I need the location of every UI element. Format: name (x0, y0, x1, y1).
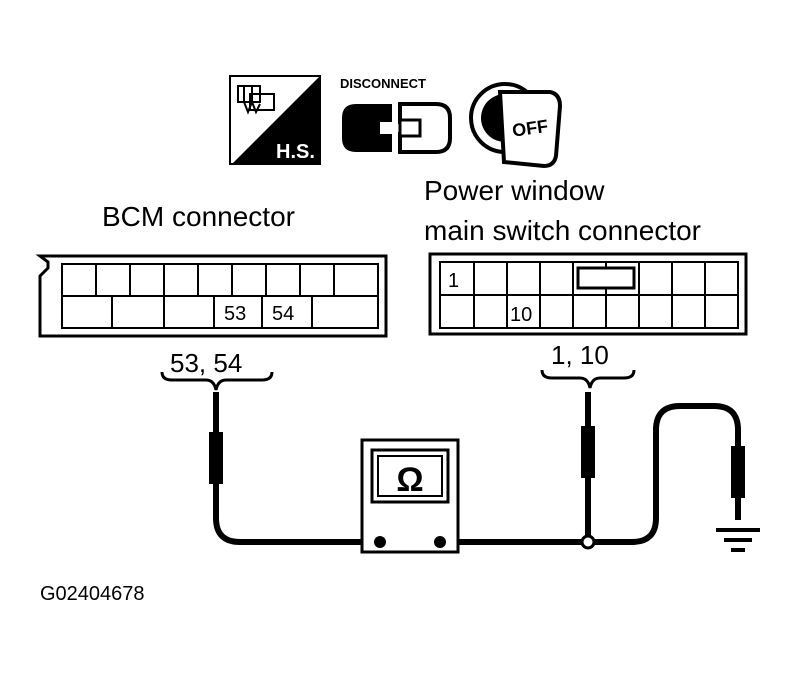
ohmmeter-terminal-left (374, 536, 386, 548)
power-window-title-line2: main switch connector (424, 215, 701, 246)
pw-pin-1-label: 1 (448, 270, 459, 292)
power-window-connector (428, 252, 748, 336)
ohm-symbol: Ω (396, 461, 423, 499)
bcm-pin-53-label: 53 (224, 303, 246, 325)
disconnect-icon: DISCONNECT (340, 76, 452, 154)
harness-side-text: H.S. (276, 141, 315, 163)
pw-probe-label: 1, 10 (551, 340, 609, 370)
bcm-probe-label: 53, 54 (170, 348, 242, 378)
ohmmeter: Ω (360, 438, 460, 554)
circuit-wires (213, 392, 741, 545)
pw-brace (540, 369, 636, 389)
disconnect-text: DISCONNECT (340, 76, 426, 91)
ignition-key-off-icon: OFF (469, 82, 563, 169)
pw-pin-10-label: 10 (510, 304, 532, 326)
bcm-connector-title: BCM connector (102, 201, 295, 232)
power-window-title-line1: Power window (424, 175, 605, 206)
ohmmeter-terminal-right (434, 536, 446, 548)
figure-id: G02404678 (40, 583, 145, 605)
bcm-probe (209, 432, 223, 484)
ground-symbol-icon (716, 528, 760, 552)
bcm-pin-54-label: 54 (272, 303, 294, 325)
off-text: OFF (511, 116, 549, 141)
bcm-connector (35, 254, 388, 338)
harness-side-icon: H.S. (229, 75, 321, 165)
bcm-brace (160, 371, 274, 391)
wire-junction (580, 534, 596, 550)
ground-probe (731, 446, 745, 498)
pw-probe (581, 426, 595, 478)
